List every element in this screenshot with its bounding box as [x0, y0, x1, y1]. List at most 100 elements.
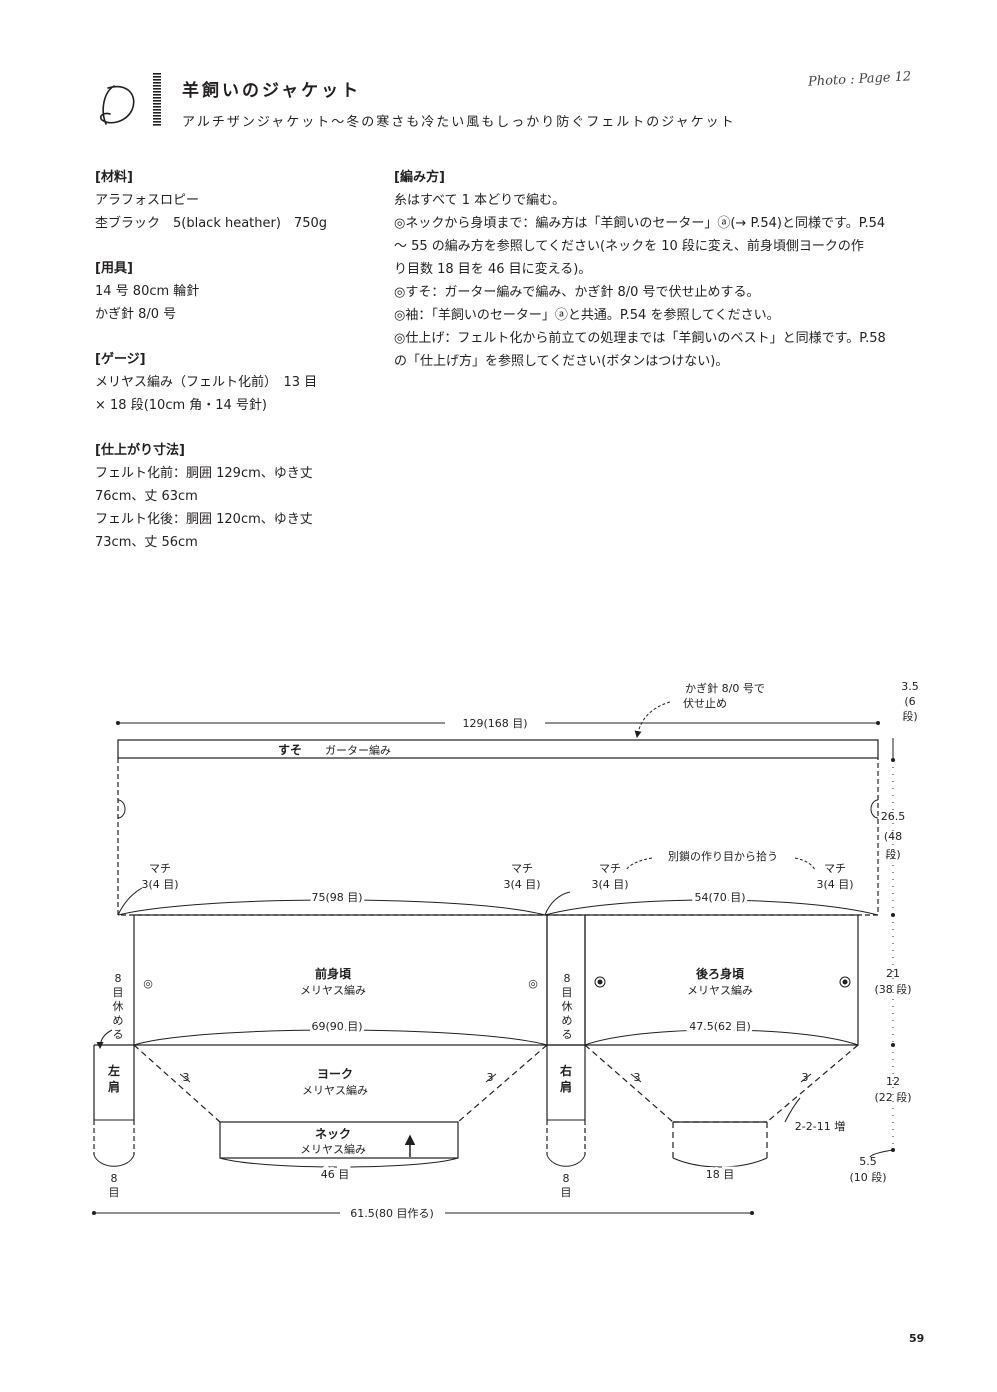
increase-note: 2-2-11 増: [795, 1120, 845, 1133]
gusset-count: 3(4 目): [141, 878, 178, 891]
finished-line: 76cm、丈 63cm: [95, 489, 198, 504]
dec-mark: 3: [183, 1071, 190, 1084]
hold-stitches: 休: [113, 1000, 124, 1013]
finished-line: フェルト化前：胴囲 129cm、ゆき丈: [95, 466, 313, 481]
hem-label: すそ: [278, 743, 302, 757]
method-line: 糸はすべて 1 本どりで編む。: [394, 193, 566, 208]
dim-yoke: 12: [886, 1075, 900, 1088]
dec-mark: 3: [487, 1071, 494, 1084]
left-shoulder-label: 左: [107, 1063, 120, 1078]
gusset-label: マチ: [511, 862, 533, 875]
gusset-label: マチ: [824, 862, 846, 875]
stockinette-label: メリヤス編み: [300, 983, 366, 997]
dec-mark: 3: [802, 1071, 809, 1084]
materials-line: アラフォスロピー: [95, 193, 200, 208]
dim-hem: 段): [885, 847, 900, 861]
body-outline: [117, 758, 879, 916]
method-line: の「仕上げ方」を参照してください(ボタンはつけない)。: [394, 354, 729, 369]
shoulder-stitches: 目: [109, 1186, 120, 1199]
hold-stitches: 目: [113, 986, 124, 999]
pickup-note: 別鎖の作り目から拾う: [668, 849, 778, 863]
gauge-line: × 18 段(10cm 角・14 号針): [95, 398, 268, 413]
materials-line: 杢ブラック 5(black heather) 750g: [95, 216, 328, 231]
photo-reference: Photo : Page 12: [807, 69, 912, 90]
back-neck-stitches: 18 目: [706, 1168, 735, 1181]
hold-stitches: 8: [115, 972, 122, 985]
crochet-note: かぎ針 8/0 号で: [685, 681, 765, 695]
yoke-label: ヨーク: [317, 1067, 353, 1081]
finished-line: フェルト化後：胴囲 120cm、ゆき丈: [95, 512, 313, 527]
back-yoke-width: 47.5(62 目): [689, 1020, 751, 1033]
front-neck-stitches: 46 目: [321, 1168, 350, 1181]
gusset-count: 3(4 目): [816, 878, 853, 891]
page-title: 羊飼いのジャケット: [182, 81, 362, 101]
dim-body: (38 段): [874, 982, 911, 996]
hold-stitches: 休: [562, 1000, 573, 1013]
right-shoulder-label: 右: [559, 1063, 572, 1078]
hold-stitches: る: [113, 1028, 124, 1041]
title-bar-decoration: [153, 73, 161, 127]
gauge-line: メリヤス編み（フェルト化前） 13 目: [95, 375, 318, 390]
front-body-label: 前身頃: [315, 966, 352, 981]
double-circle-mark: ◎: [528, 977, 538, 990]
dim-neck: (10 段): [849, 1170, 886, 1184]
dim-top: 段): [902, 709, 917, 723]
dim-hem: (48: [884, 830, 902, 843]
dim-body: 21: [886, 967, 900, 980]
gusset-label: マチ: [599, 862, 621, 875]
double-circle-mark: ◎: [143, 977, 153, 990]
dim-neck: 5.5: [859, 1155, 877, 1168]
dim-yoke: (22 段): [874, 1090, 911, 1104]
tools-line: かぎ針 8/0 号: [95, 307, 177, 322]
hold-stitches: る: [562, 1028, 573, 1041]
hold-stitches: 8: [564, 972, 571, 985]
dim-top: (6: [904, 695, 915, 708]
method-line: ～ 55 の編み方を参照してください(ネックを 10 段に変え、前身頃側ヨークの…: [394, 239, 864, 254]
shoulder-stitches: 8: [111, 1172, 118, 1185]
tools-line: 14 号 80cm 輪針: [95, 284, 200, 299]
gusset-count: 3(4 目): [503, 878, 540, 891]
hold-stitches: 目: [562, 986, 573, 999]
total-cast-on: 61.5(80 目作る): [350, 1207, 434, 1220]
method-line: ◎仕上げ：フェルト化から前立ての処理までは「羊飼いのベスト」と同様です。P.58: [394, 331, 886, 346]
knitting-diagram: 129(168 目) かぎ針 8/0 号で 伏せ止め すそ ガーター編み 3.5…: [92, 680, 919, 1220]
stockinette-label: メリヤス編み: [302, 1083, 368, 1097]
method-column: [編み方] 糸はすべて 1 本どりで編む。 ◎ネックから身頃まで：編み方は「羊飼…: [394, 166, 924, 373]
stockinette-label: メリヤス編み: [300, 1142, 366, 1156]
front-yoke-width: 69(90 目): [311, 1020, 362, 1033]
tools-heading: [用具]: [95, 261, 133, 276]
method-line: り目数 18 目を 46 目に変える)。: [394, 262, 592, 277]
shoulder-stitches: 8: [563, 1172, 570, 1185]
stockinette-label: メリヤス編み: [687, 983, 753, 997]
page-subtitle: アルチザンジャケット～冬の寒さも冷たい風もしっかり防ぐフェルトのジャケット: [182, 115, 736, 130]
method-line: ◎すそ：ガーター編みで編み、かぎ針 8/0 号で伏せ止めする。: [394, 285, 760, 300]
back-yoke: [584, 1044, 859, 1123]
finished-line: 73cm、丈 56cm: [95, 535, 198, 550]
page-number: 59: [909, 1332, 925, 1345]
left-shoulder-label: 肩: [108, 1079, 120, 1094]
dim-top: 3.5: [901, 680, 919, 693]
method-line: ◎袖：「羊飼いのセーター」ⓐと共通。P.54 を参照してください。: [394, 308, 780, 323]
materials-heading: [材料]: [95, 170, 133, 185]
pattern-letter-d-icon: [99, 85, 135, 125]
method-line: ◎ネックから身頃まで：編み方は「羊飼いのセーター」ⓐ(→ P.54)と同様です。…: [394, 216, 886, 231]
neck-label: ネック: [315, 1127, 351, 1141]
gusset-count: 3(4 目): [591, 878, 628, 891]
front-width-label: 75(98 目): [311, 891, 362, 904]
hold-stitches: め: [113, 1014, 124, 1027]
back-body-label: 後ろ身頃: [696, 966, 745, 981]
finished-heading: [仕上がり寸法]: [95, 443, 185, 458]
back-body: [584, 914, 859, 1046]
hem-stitch: ガーター編み: [325, 743, 391, 757]
hem-band: [117, 739, 879, 759]
specs-column: [材料] アラフォスロピー 杢ブラック 5(black heather) 750…: [95, 166, 365, 554]
gusset-label: マチ: [149, 862, 171, 875]
right-shoulder-label: 肩: [560, 1079, 572, 1094]
back-width-label: 54(70 目): [694, 891, 745, 904]
hold-stitches: め: [562, 1014, 573, 1027]
method-heading: [編み方]: [394, 170, 445, 185]
gauge-heading: [ゲージ]: [95, 352, 146, 367]
dim-hem: 26.5: [881, 810, 906, 823]
front-neck: [219, 1121, 459, 1159]
shoulder-stitches: 目: [561, 1186, 572, 1199]
